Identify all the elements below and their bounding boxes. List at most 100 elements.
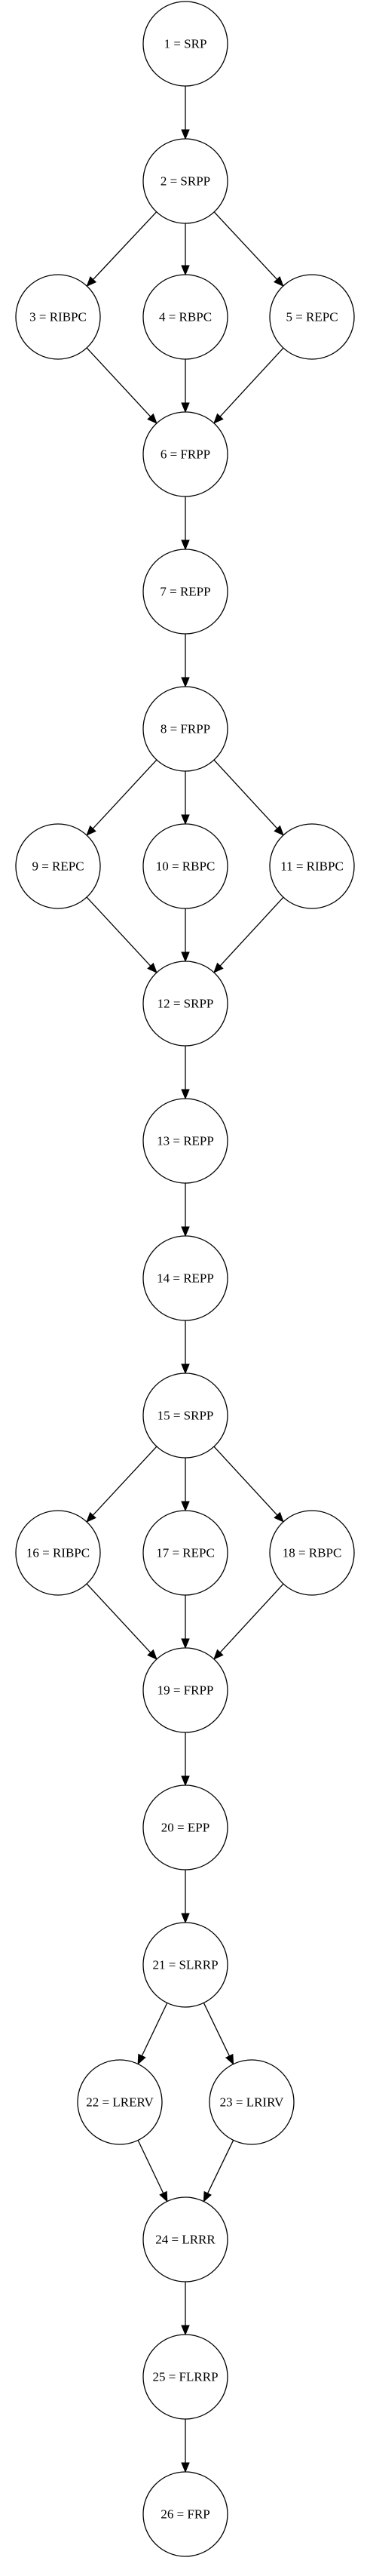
arrowhead (181, 1913, 190, 1924)
node-8: 8 = FRPP (142, 686, 228, 772)
arrowhead (203, 2190, 212, 2203)
arrowhead (86, 1511, 96, 1523)
node-circle (142, 1098, 228, 1184)
arrowhead (213, 413, 224, 424)
node-label: 17 = REPC (156, 1546, 215, 1560)
arrowhead (159, 2190, 168, 2203)
node-circle (269, 1510, 355, 1596)
edge-24-to-25 (181, 2282, 190, 2336)
node-label: 1 = SRP (164, 37, 207, 51)
node-circle (209, 2059, 295, 2145)
edge-9-to-12 (86, 896, 157, 973)
arrowhead (181, 2462, 190, 2473)
node-circle (15, 823, 101, 909)
edge-line (219, 1583, 284, 1653)
node-circle (142, 961, 228, 1047)
edge-4-to-6 (181, 359, 190, 413)
node-9: 9 = REPC (15, 823, 101, 909)
node-14: 14 = REPP (142, 1235, 228, 1321)
edge-6-to-7 (181, 496, 190, 551)
node-label: 15 = SRPP (157, 1409, 214, 1423)
node-2: 2 = SRPP (142, 138, 228, 224)
edge-line (141, 2003, 168, 2056)
edge-18-to-19 (213, 1583, 284, 1660)
node-circle (15, 274, 101, 360)
edge-5-to-6 (213, 347, 284, 424)
edge-12-to-13 (181, 1046, 190, 1100)
arrowhead (181, 539, 190, 551)
arrowhead (274, 275, 284, 287)
node-23: 23 = LRIRV (209, 2059, 295, 2145)
edge-line (207, 2140, 234, 2194)
arrowhead (181, 951, 190, 963)
node-25: 25 = FLRRP (142, 2334, 228, 2420)
arrowhead (137, 2053, 146, 2065)
node-circle (142, 1235, 228, 1321)
node-label: 10 = RBPC (156, 859, 216, 874)
edge-15-to-16 (86, 1446, 157, 1523)
node-label: 21 = SLRRP (152, 1958, 218, 1972)
node-22: 22 = LRERV (77, 2059, 163, 2145)
edge-line (213, 1446, 278, 1516)
node-circle (142, 1647, 228, 1733)
node-circle (269, 274, 355, 360)
arrowhead (181, 2325, 190, 2336)
edge-7-to-8 (181, 634, 190, 688)
node-circle (15, 1510, 101, 1596)
edge-16-to-19 (86, 1583, 157, 1660)
edge-2-to-3 (86, 211, 157, 287)
node-20: 20 = EPP (142, 1784, 228, 1871)
node-24: 24 = LRRR (142, 2196, 228, 2282)
node-16: 16 = RIBPC (15, 1510, 101, 1596)
node-19: 19 = FRPP (142, 1647, 228, 1733)
arrowhead (225, 2053, 234, 2065)
node-label: 25 = FLRRP (152, 2370, 218, 2384)
node-label: 4 = RBPC (159, 310, 212, 324)
edge-21-to-22 (137, 2003, 168, 2065)
node-circle (142, 549, 228, 635)
node-circle (142, 411, 228, 497)
node-13: 13 = REPP (142, 1098, 228, 1184)
node-circle (142, 823, 228, 909)
edge-19-to-20 (181, 1732, 190, 1787)
node-5: 5 = REPC (269, 274, 355, 360)
arrowhead (213, 962, 224, 973)
node-26: 26 = FRP (142, 2471, 228, 2557)
edge-line (219, 896, 284, 967)
node-circle (142, 686, 228, 772)
edge-10-to-12 (181, 908, 190, 963)
node-circle (77, 2059, 163, 2145)
node-label: 11 = RIBPC (280, 859, 344, 874)
edge-line (213, 211, 278, 280)
node-circle (142, 274, 228, 360)
edge-line (86, 1583, 151, 1653)
node-15: 15 = SRPP (142, 1373, 228, 1459)
node-label: 8 = FRPP (161, 722, 210, 736)
node-label: 16 = RIBPC (26, 1546, 90, 1560)
node-label: 24 = LRRR (155, 2233, 216, 2247)
edge-23-to-24 (203, 2140, 234, 2203)
edge-line (219, 347, 284, 417)
node-label: 20 = EPP (161, 1821, 209, 1835)
node-circle (142, 2196, 228, 2282)
arrowhead (181, 265, 190, 276)
node-circle (269, 823, 355, 909)
node-circle (142, 1510, 228, 1596)
node-4: 4 = RBPC (142, 274, 228, 360)
edge-15-to-18 (213, 1446, 284, 1523)
arrowhead (86, 276, 97, 287)
arrowhead (181, 402, 190, 413)
node-label: 18 = RBPC (283, 1546, 342, 1560)
edge-2-to-4 (181, 223, 190, 276)
node-label: 5 = REPC (286, 310, 338, 324)
edge-13-to-14 (181, 1183, 190, 1237)
arrowhead (181, 1501, 190, 1512)
node-circle (142, 138, 228, 224)
node-label: 26 = FRP (161, 2507, 209, 2522)
arrowhead (274, 1511, 284, 1523)
node-10: 10 = RBPC (142, 823, 228, 909)
edge-line (86, 347, 151, 417)
arrowhead (86, 825, 96, 836)
